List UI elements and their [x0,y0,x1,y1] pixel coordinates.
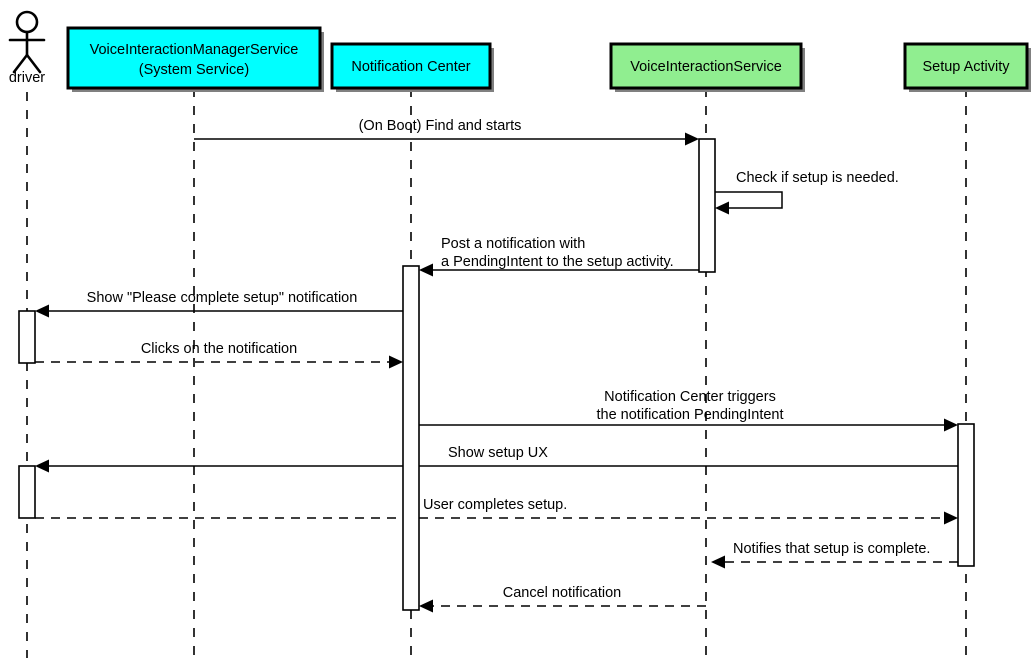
participant-heads-layer: driver VoiceInteractionManagerService (Sys… [8,10,1031,92]
arrowhead-icon [711,555,725,569]
actor-leg-right-line [25,53,42,74]
message-label-line: Cancel notification [503,585,622,601]
participant-box-notification_center[interactable]: Notification Center [330,42,494,92]
message-label-m5: Clicks on the notification [141,341,297,357]
message-m6[interactable] [419,418,958,432]
participant-label-line1: Notification Center [351,59,470,75]
message-m2[interactable] [715,191,783,215]
arrowhead-icon [35,304,49,318]
activation-bar-driver [18,310,36,364]
arrowhead-icon [389,355,403,369]
participant-box-vims[interactable]: VoiceInteractionManagerService (System Se… [66,26,324,92]
message-label-m8: User completes setup. [423,497,567,513]
message-label-line: Notifies that setup is complete. [733,541,930,557]
message-label-line: the notification PendingIntent [596,407,783,423]
participant-label-line1: VoiceInteractionService [630,59,782,75]
message-label-line: (On Boot) Find and starts [359,118,522,134]
arrowhead-icon [685,132,699,146]
message-m1[interactable] [194,132,699,146]
message-label-line: User completes setup. [423,497,567,513]
actor-head-icon [15,10,39,34]
messages-layer [35,132,958,613]
actor-leg-left-line [12,53,29,74]
message-label-m6: Notification Center triggers the notifica… [596,389,783,423]
arrowhead-icon [419,263,433,277]
message-label-line: Notification Center triggers [604,389,776,405]
message-m8[interactable] [35,511,958,525]
message-label-line: a PendingIntent to the setup activity. [441,254,674,270]
participant-box-rect [903,42,1029,90]
message-label-m9: Notifies that setup is complete. [733,541,930,557]
message-label-m2: Check if setup is needed. [736,170,899,186]
activation-bar-notification_center [402,265,420,611]
message-m3[interactable] [419,263,699,277]
arrowhead-icon [35,459,49,473]
message-label-m7: Show setup UX [448,445,548,461]
activation-bar-vis [698,138,716,273]
arrowhead-icon [715,201,729,215]
message-m4[interactable] [35,304,403,318]
activations-layer [18,138,975,611]
message-label-m1: (On Boot) Find and starts [359,118,522,134]
message-label-line: Check if setup is needed. [736,170,899,186]
message-label-m4: Show "Please complete setup" notificatio… [87,290,358,306]
participant-label-line1: Setup Activity [922,59,1010,75]
arrowhead-icon [419,599,433,613]
participant-box-rect [330,42,492,90]
actor-driver: driver [8,10,46,86]
message-label-line: Post a notification with [441,236,585,252]
arrowhead-icon [944,418,958,432]
message-label-line: Show "Please complete setup" notificatio… [87,290,358,306]
arrowhead-icon [944,511,958,525]
participant-box-rect [609,42,803,90]
participant-label-line1: VoiceInteractionManagerService [90,42,299,58]
participant-label-line2: (System Service) [139,62,249,78]
message-self-path [715,191,783,209]
message-label-line: Show setup UX [448,445,548,461]
actor-label-driver: driver [9,70,45,86]
message-label-m3: Post a notification with a PendingIntent … [441,236,674,270]
message-label-m10: Cancel notification [503,585,622,601]
activation-bar-driver [18,465,36,519]
message-m10[interactable] [419,599,706,613]
participant-box-setup_activity[interactable]: Setup Activity [903,42,1031,92]
participant-box-vis[interactable]: VoiceInteractionService [609,42,805,92]
participant-box-rect [66,26,322,90]
message-label-line: Clicks on the notification [141,341,297,357]
activation-bar-setup_activity [957,423,975,567]
message-m7[interactable] [35,459,958,473]
message-m9[interactable] [711,555,958,569]
message-m5[interactable] [35,355,403,369]
